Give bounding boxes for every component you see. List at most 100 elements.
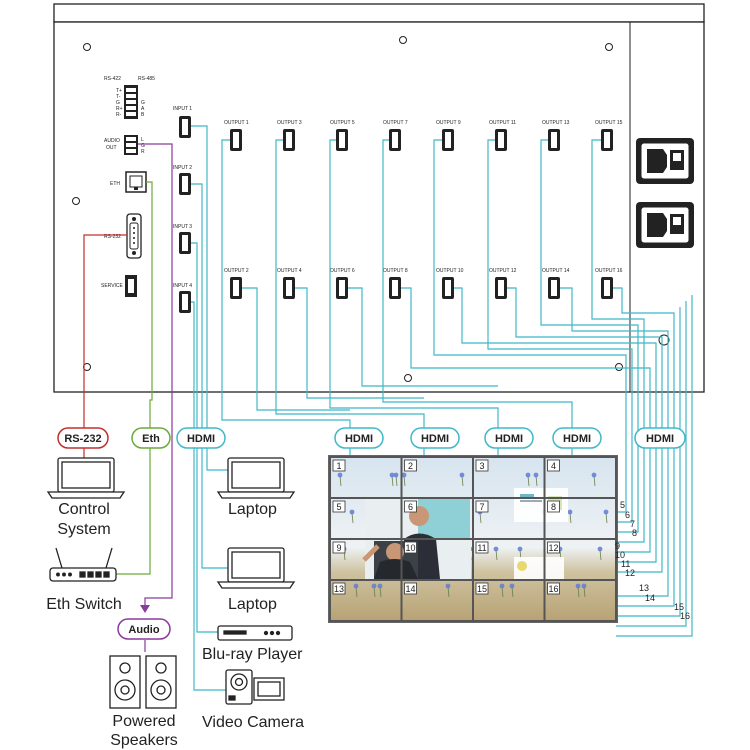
hdmi-cable [616,295,693,637]
tile-number: 14 [405,584,415,594]
output-number-label: 6 [625,510,630,520]
hdmi-output-port-icon[interactable] [283,277,295,299]
tile-number: 13 [334,584,344,594]
audio-out-label: AUDIO [104,138,120,144]
hdmi-cable [616,307,681,617]
hdmi-cable [613,287,675,607]
hdmi-output-port-icon[interactable] [495,129,507,151]
hdmi-cable [382,139,573,455]
tile-number: 11 [477,543,486,553]
power-inlet-icon[interactable] [636,202,694,248]
tile-number-box [475,500,489,513]
hdmi-tag-label: HDMI [345,433,373,445]
rs232-tag-label: RS-232 [64,433,101,445]
output-number-label: 9 [615,541,620,551]
audio-pin: G [141,143,145,149]
output-label: OUTPUT 5 [330,120,355,126]
laptop-label: Laptop [228,501,277,518]
laptop-icon [216,457,296,499]
ethernet-port-icon[interactable] [125,171,147,193]
hdmi-output-port-icon[interactable] [336,277,348,299]
hdmi-cable [191,125,228,471]
router-icon [49,547,117,582]
tile-number-box [404,500,417,513]
tile-number: 12 [548,543,558,553]
hdmi-cable [433,139,627,513]
tile-number: 3 [479,461,484,471]
output-number-label: 7 [630,519,635,529]
tile-number-box [547,541,560,554]
output-number-label: 10 [615,550,625,560]
eth-tag-label: Eth [142,433,160,445]
input-label: INPUT 3 [173,224,192,230]
hdmi-ports [179,116,613,313]
output-number-label: 14 [645,593,655,603]
control-system-label: System [57,521,110,538]
rs485-pin: B [141,112,145,118]
hdmi-output-port-icon[interactable] [442,129,454,151]
hdmi-input-port-icon[interactable] [179,116,191,138]
tile-number-box [475,459,489,472]
tile-number-box [547,582,560,595]
tile-number-box [332,500,346,513]
hdmi-output-port-icon[interactable] [442,277,454,299]
hdmi-output-port-icon[interactable] [495,277,507,299]
hdmi-cable [401,287,651,553]
video-wall-tile [543,579,617,622]
hdmi-cable [191,301,226,691]
hdmi-cable [487,139,633,523]
hdmi-cable [191,183,228,569]
hdmi-cable [329,139,499,455]
output-number-label: 8 [632,528,637,538]
output-number-label: 15 [674,602,684,612]
tile-number: 6 [408,502,413,512]
output-label: OUTPUT 9 [436,120,461,126]
rs422-terminal-block[interactable] [124,85,138,119]
hdmi-output-port-icon[interactable] [283,129,295,151]
hdmi-output-port-icon[interactable] [601,129,613,151]
audio-tag: Audio [117,618,171,640]
tile-number: 4 [551,461,556,471]
hdmi-input-port-icon[interactable] [179,173,191,195]
output-label: OUTPUT 16 [595,268,623,274]
powered-speakers-label: Powered [112,713,175,730]
video-camera-label: Video Camera [202,714,304,731]
output-label: OUTPUT 10 [436,268,464,274]
output-label: OUTPUT 1 [224,120,249,126]
tile-number: 9 [336,543,341,553]
hdmi-output-port-icon[interactable] [336,129,348,151]
output-label: OUTPUT 4 [277,268,302,274]
powered-speakers-label: Speakers [110,732,178,749]
hdmi-cable [348,287,498,387]
hdmi-input-port-icon[interactable] [179,291,191,313]
eth-switch-label: Eth Switch [46,596,122,613]
laptop-icon [216,547,296,589]
hdmi-output-port-icon[interactable] [601,277,613,299]
service-port-label: SERVICE [101,283,124,289]
rs485-pin: A [141,106,145,112]
audio-pin: L [141,137,144,143]
output-label: OUTPUT 13 [542,120,570,126]
output-number-label: 12 [625,568,635,578]
output-number-label: 11 [621,559,630,569]
tile-number-box [404,459,417,472]
hdmi-tag-label: HDMI [495,433,523,445]
db9-serial-port-icon[interactable] [126,213,142,259]
output-label: OUTPUT 14 [542,268,570,274]
hdmi-output-port-icon[interactable] [230,277,242,299]
power-inlet-icon[interactable] [636,138,694,184]
hdmi-output-port-icon[interactable] [389,277,401,299]
hdmi-output-port-icon[interactable] [548,277,560,299]
tile-number: 15 [477,584,487,594]
rs422-pin: T- [116,94,121,100]
hdmi-output-port-icon[interactable] [389,129,401,151]
hdmi-output-port-icon[interactable] [230,129,242,151]
hdmi-cable [560,287,669,597]
hdmi-input-port-icon[interactable] [179,232,191,254]
rs232-port-label: RS-232 [104,234,121,240]
tile-number-box [404,582,417,595]
audio-out-terminal-block[interactable] [124,135,138,155]
usb-service-port-icon[interactable] [125,275,137,297]
hdmi-output-port-icon[interactable] [548,129,560,151]
